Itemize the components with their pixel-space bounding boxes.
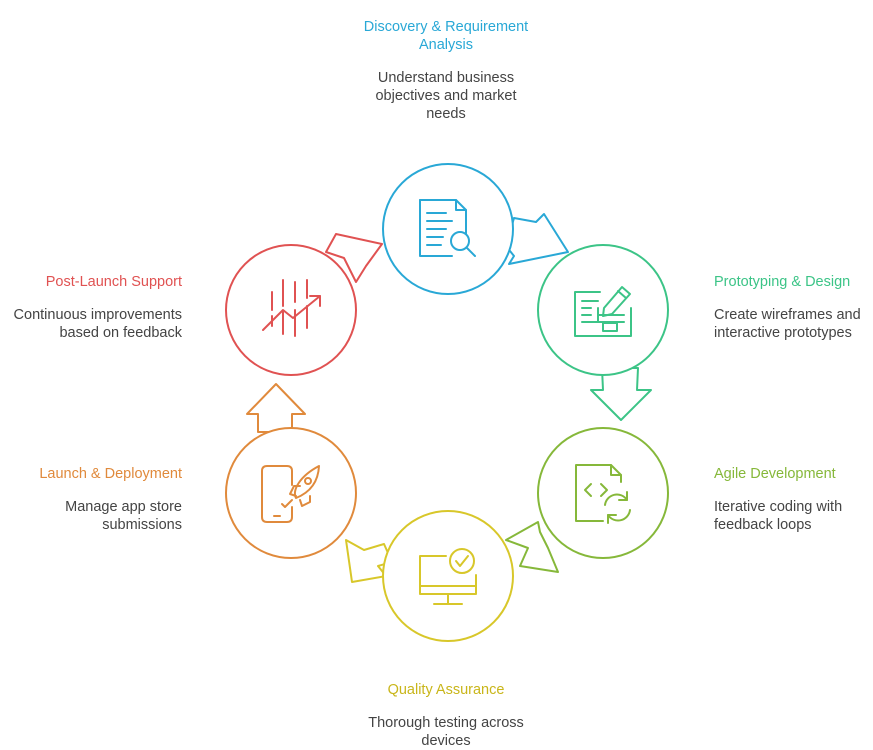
connector-prototyping-to-agile	[590, 367, 652, 421]
code-file-refresh-icon	[575, 464, 631, 524]
stage-circle-support	[225, 244, 357, 376]
connector-support-to-discovery	[325, 233, 383, 283]
connector-discovery-to-prototyping	[505, 213, 569, 265]
stage-title-agile: Agile Development	[714, 466, 836, 482]
stage-title-discovery: Discovery & Requirement Analysis	[363, 19, 529, 53]
wireframe-pencil-icon	[574, 286, 632, 337]
stage-desc-discovery: Understand business objectives and marke…	[375, 70, 517, 122]
trend-chart-icon	[262, 279, 321, 337]
stage-desc-qa: Thorough testing across devices	[368, 715, 524, 749]
connector-agile-to-qa	[505, 521, 559, 573]
stage-title-prototyping: Prototyping & Design	[714, 274, 851, 290]
stage-desc-launch: Manage app store submissions	[65, 499, 182, 533]
stage-title-launch: Launch & Deployment	[39, 466, 182, 482]
stage-desc-prototyping: Create wireframes and interactive protot…	[714, 307, 861, 341]
stage-circle-discovery	[382, 163, 514, 295]
stage-desc-support: Continuous improvements based on feedbac…	[13, 307, 182, 341]
phone-rocket-icon	[261, 465, 320, 523]
stage-title-qa: Quality Assurance	[387, 682, 505, 698]
stage-circle-qa	[382, 510, 514, 642]
stage-title-support: Post-Launch Support	[45, 274, 182, 290]
connector-launch-to-support	[246, 383, 306, 433]
stage-desc-agile: Iterative coding with feedback loops	[714, 499, 843, 533]
document-search-icon	[419, 199, 476, 257]
monitor-check-icon	[419, 548, 477, 605]
